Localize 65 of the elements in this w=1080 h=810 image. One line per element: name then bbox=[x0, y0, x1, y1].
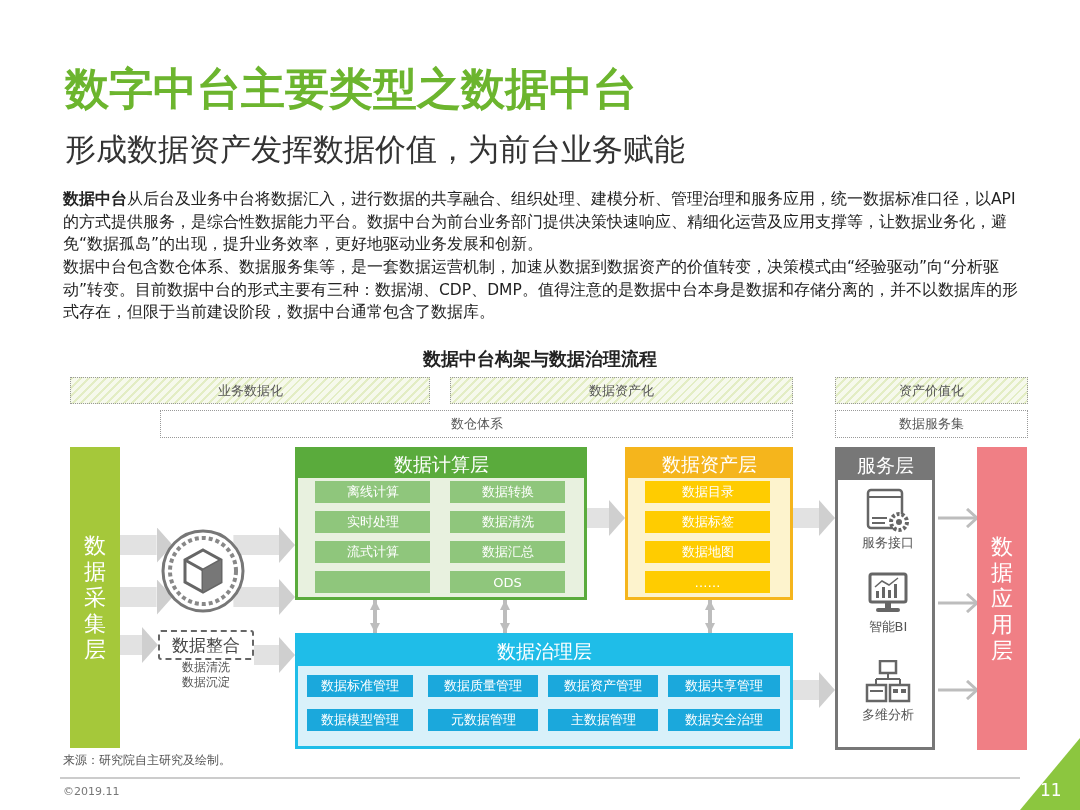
arrow bbox=[587, 500, 625, 536]
panel-header: 数据计算层 bbox=[298, 450, 584, 478]
item-box: 数据目录 bbox=[645, 481, 770, 503]
layer-panel bbox=[835, 447, 935, 750]
body-paragraph: 数据中台包含数仓体系、数据服务集等，是一套数据运营机制，加速从数据到数据资产的价值转变，决策模式由“经验驱动”向“分析驱动”转变。目前数据中台的形式主要有三种：数据湖、CDP、DMP。值得注意的是数据中台本身是数据和存储分离的，并不以数据库的形式存在，但限于当前建设阶段，数据中台通常包含了数据库。 bbox=[63, 257, 1019, 324]
item-box: 数据转换 bbox=[450, 481, 565, 503]
panel-header: 服务层 bbox=[838, 450, 932, 480]
arrow bbox=[500, 600, 510, 633]
arrow bbox=[120, 527, 173, 563]
item-box: 流式计算 bbox=[315, 541, 430, 563]
arrow bbox=[254, 637, 295, 673]
phase-band: 业务数据化 bbox=[70, 377, 430, 404]
diagram-heading: 数据中台构架与数据治理流程 bbox=[422, 347, 658, 371]
arrow bbox=[793, 500, 835, 536]
item-box: …… bbox=[645, 571, 770, 593]
service-label: 服务接口 bbox=[861, 534, 915, 552]
arrow bbox=[233, 527, 295, 563]
body-paragraph: 数据中台从后台及业务中台将数据汇入，进行数据的共享融合、组织处理、建模分析、管理治理和服务应用，统一数据标准口径，以API的方式提供服务，是综合性数据能力平台。数据中台为前台业务部门提供决策快速响应、精细化运营及应用支撑等，让数据业务化，避免“数据孤岛”的出现，提升业务效率，更好地驱动业务发展和创新。 bbox=[63, 189, 1017, 256]
layer-panel bbox=[295, 447, 587, 600]
note-text: 数据沉淀 bbox=[181, 675, 231, 690]
arrow bbox=[120, 579, 173, 615]
item-box: 数据模型管理 bbox=[307, 709, 413, 731]
phase-band: 数据资产化 bbox=[450, 377, 793, 404]
item-box: 数据共享管理 bbox=[668, 675, 780, 697]
note-text: 数据清洗 bbox=[181, 660, 231, 675]
item-box: ODS bbox=[450, 571, 565, 593]
page-title: 数字中台主要类型之数据中台 bbox=[65, 62, 638, 116]
arrow bbox=[233, 579, 295, 615]
arrow bbox=[938, 679, 979, 701]
page-subtitle: 形成数据资产发挥数据价值，为前台业务赋能 bbox=[65, 130, 686, 169]
arrow bbox=[120, 627, 158, 663]
cube-icon bbox=[160, 528, 246, 614]
arrow bbox=[705, 600, 715, 633]
layer-bar: 数据采集层 bbox=[70, 447, 120, 748]
item-box: 数据安全治理 bbox=[668, 709, 780, 731]
item-box: 数据地图 bbox=[645, 541, 770, 563]
dashed-label-box: 数据整合 bbox=[158, 630, 254, 660]
service-label: 智能BI bbox=[867, 618, 909, 636]
arrow bbox=[938, 507, 979, 529]
item-box: 数据汇总 bbox=[450, 541, 565, 563]
layer-panel bbox=[295, 633, 793, 749]
arrow bbox=[370, 600, 380, 633]
item-box: 元数据管理 bbox=[428, 709, 538, 731]
item-box: 实时处理 bbox=[315, 511, 430, 533]
layer-bar: 数据应用层 bbox=[977, 447, 1027, 750]
source-note: 来源：研究院自主研究及绘制。 bbox=[63, 752, 232, 768]
page-number: 11 bbox=[1040, 779, 1062, 802]
service-label: 多维分析 bbox=[861, 706, 915, 724]
phase-band: 资产价值化 bbox=[835, 377, 1028, 404]
item-box: 数据资产管理 bbox=[548, 675, 658, 697]
layer-panel bbox=[625, 447, 793, 600]
arrow bbox=[793, 672, 835, 708]
panel-header: 数据治理层 bbox=[298, 636, 790, 666]
panel-header: 数据资产层 bbox=[628, 450, 790, 478]
item-box: 数据质量管理 bbox=[428, 675, 538, 697]
dotted-frame: 数仓体系 bbox=[160, 410, 793, 438]
copyright-text: ©2019.11 bbox=[63, 785, 121, 799]
item-box: 数据标签 bbox=[645, 511, 770, 533]
item-box: 数据标准管理 bbox=[307, 675, 413, 697]
arrow bbox=[938, 592, 979, 614]
item-box: 数据清洗 bbox=[450, 511, 565, 533]
item-box: 主数据管理 bbox=[548, 709, 658, 731]
dotted-frame: 数据服务集 bbox=[835, 410, 1028, 438]
item-box: 离线计算 bbox=[315, 481, 430, 503]
blank-item-box bbox=[315, 571, 430, 593]
